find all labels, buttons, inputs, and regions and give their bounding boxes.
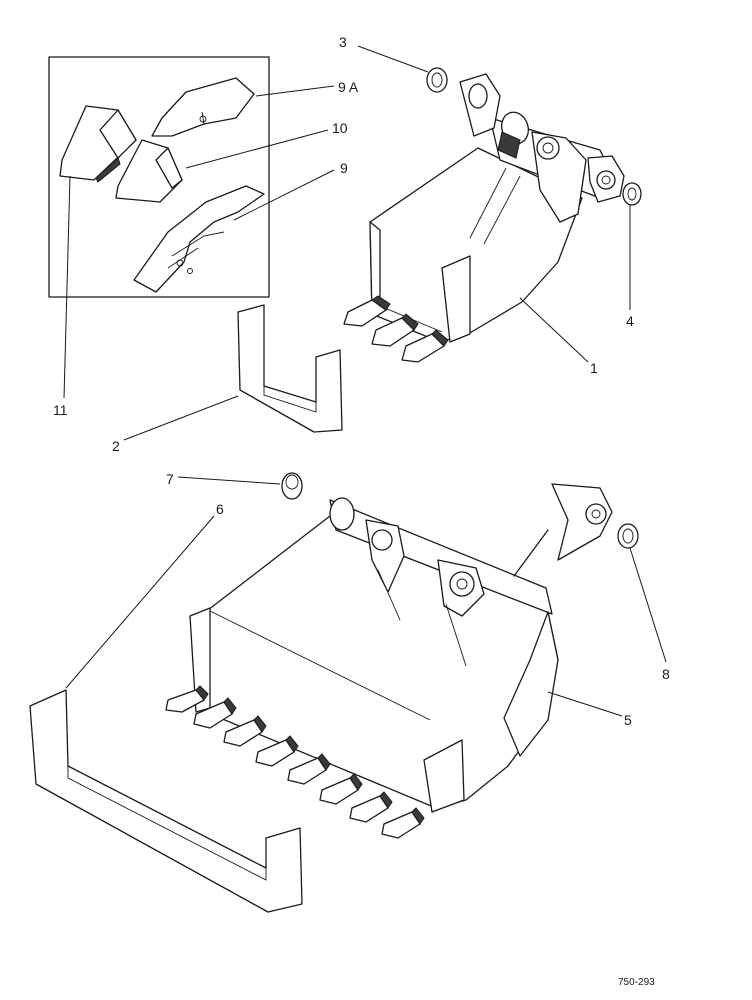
part-7-bushing bbox=[281, 472, 303, 500]
callout-7: 7 bbox=[166, 471, 174, 487]
part-10-tooth-point bbox=[115, 139, 183, 203]
part-9-adapter bbox=[133, 185, 265, 293]
callout-9: 9 bbox=[340, 160, 348, 176]
part-5-wide-bucket bbox=[165, 497, 559, 839]
drawing-reference: 750-293 bbox=[618, 977, 655, 988]
tooth-parts-inset bbox=[48, 56, 270, 298]
callout-4: 4 bbox=[626, 313, 634, 329]
part-6-side-cutter bbox=[29, 689, 303, 913]
part-3-bushing bbox=[426, 67, 448, 93]
callout-9a: 9 A bbox=[338, 79, 359, 95]
callout-6: 6 bbox=[216, 501, 224, 517]
part-8-bushing bbox=[617, 523, 639, 549]
part-11-tooth-cap bbox=[59, 105, 137, 183]
callout-3: 3 bbox=[339, 34, 347, 50]
ear-bracket bbox=[513, 483, 613, 577]
leader-lines bbox=[63, 45, 667, 717]
callout-11: 11 bbox=[53, 402, 68, 418]
inset-frame bbox=[48, 56, 270, 298]
part-4-bushing bbox=[622, 182, 642, 206]
callout-1: 1 bbox=[590, 360, 598, 376]
callout-5: 5 bbox=[624, 712, 632, 728]
callout-10: 10 bbox=[332, 120, 348, 136]
part-2-side-cutter bbox=[237, 304, 343, 433]
callout-8: 8 bbox=[662, 666, 670, 682]
part-9a-tooth bbox=[151, 77, 255, 137]
part-1-narrow-bucket bbox=[343, 73, 625, 363]
callout-2: 2 bbox=[112, 438, 120, 454]
callout-labels: 3 9 A 10 9 11 2 4 1 7 6 8 5 bbox=[53, 34, 670, 728]
